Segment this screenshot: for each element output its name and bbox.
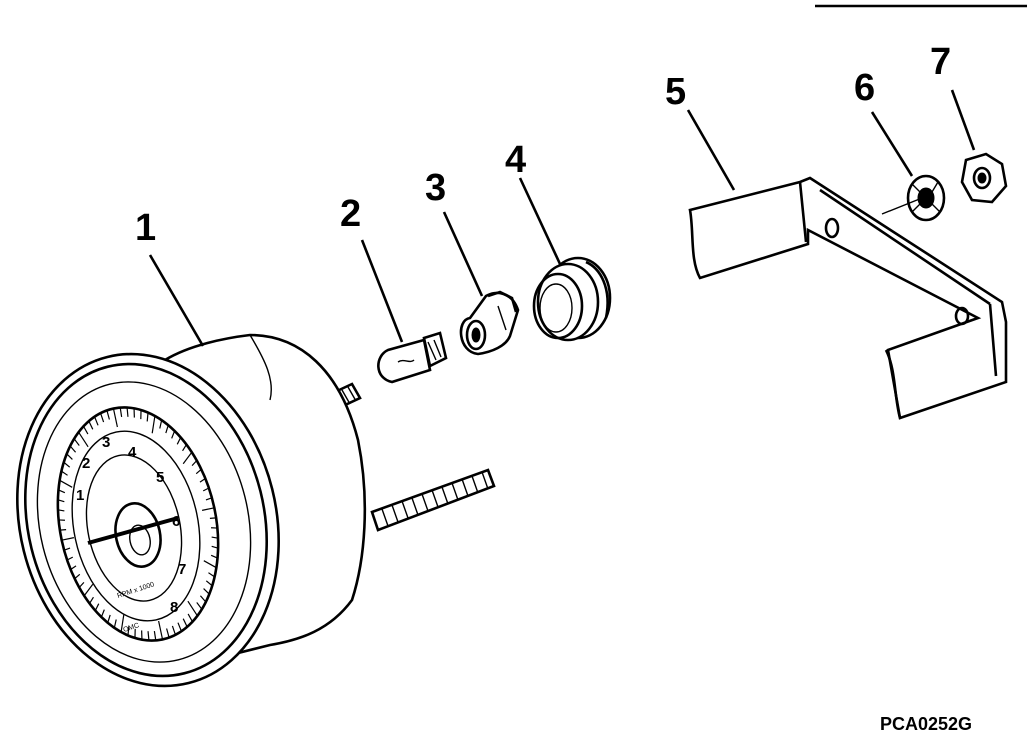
callout-7: 7	[930, 41, 951, 83]
bulb	[377, 331, 448, 384]
lock-washer	[906, 174, 946, 222]
dial-hub	[114, 502, 162, 568]
dial-tick-marks	[57, 407, 219, 641]
dial-needle	[87, 516, 179, 545]
lower-stud	[370, 468, 496, 532]
dial-number-8: 8	[170, 599, 178, 616]
dial-number-5: 5	[156, 469, 164, 486]
dial-number-1: 1	[76, 487, 84, 504]
leader-line-1	[148, 254, 205, 347]
callout-6: 6	[854, 67, 875, 109]
nut	[960, 152, 1008, 204]
grommet	[532, 256, 612, 342]
dial-number-6: 6	[172, 513, 180, 530]
dial-number-7: 7	[178, 561, 186, 578]
dial-number-4: 4	[128, 444, 137, 461]
dial-number-2: 2	[82, 455, 90, 472]
callout-5: 5	[665, 71, 686, 113]
callout-1: 1	[135, 207, 156, 249]
callout-2: 2	[340, 193, 361, 235]
leader-line-2	[360, 239, 404, 343]
leader-line-4	[518, 177, 562, 265]
leader-line-5	[686, 109, 736, 191]
socket	[459, 290, 520, 356]
figure-code: PCA0252G	[880, 714, 972, 734]
dial-number-3: 3	[102, 434, 110, 451]
leader-line-7	[950, 89, 976, 151]
callout-4: 4	[505, 139, 526, 181]
callout-3: 3	[425, 167, 446, 209]
leader-line-6	[870, 111, 914, 177]
washer-axis-line	[881, 197, 923, 215]
dial-brand-text: OMC	[122, 622, 140, 634]
leader-line-3	[442, 211, 484, 297]
bracket	[688, 176, 1008, 420]
tachometer: 1 2 3 4 5 6 7 8 RPM x 1000 OMC	[16, 333, 496, 688]
